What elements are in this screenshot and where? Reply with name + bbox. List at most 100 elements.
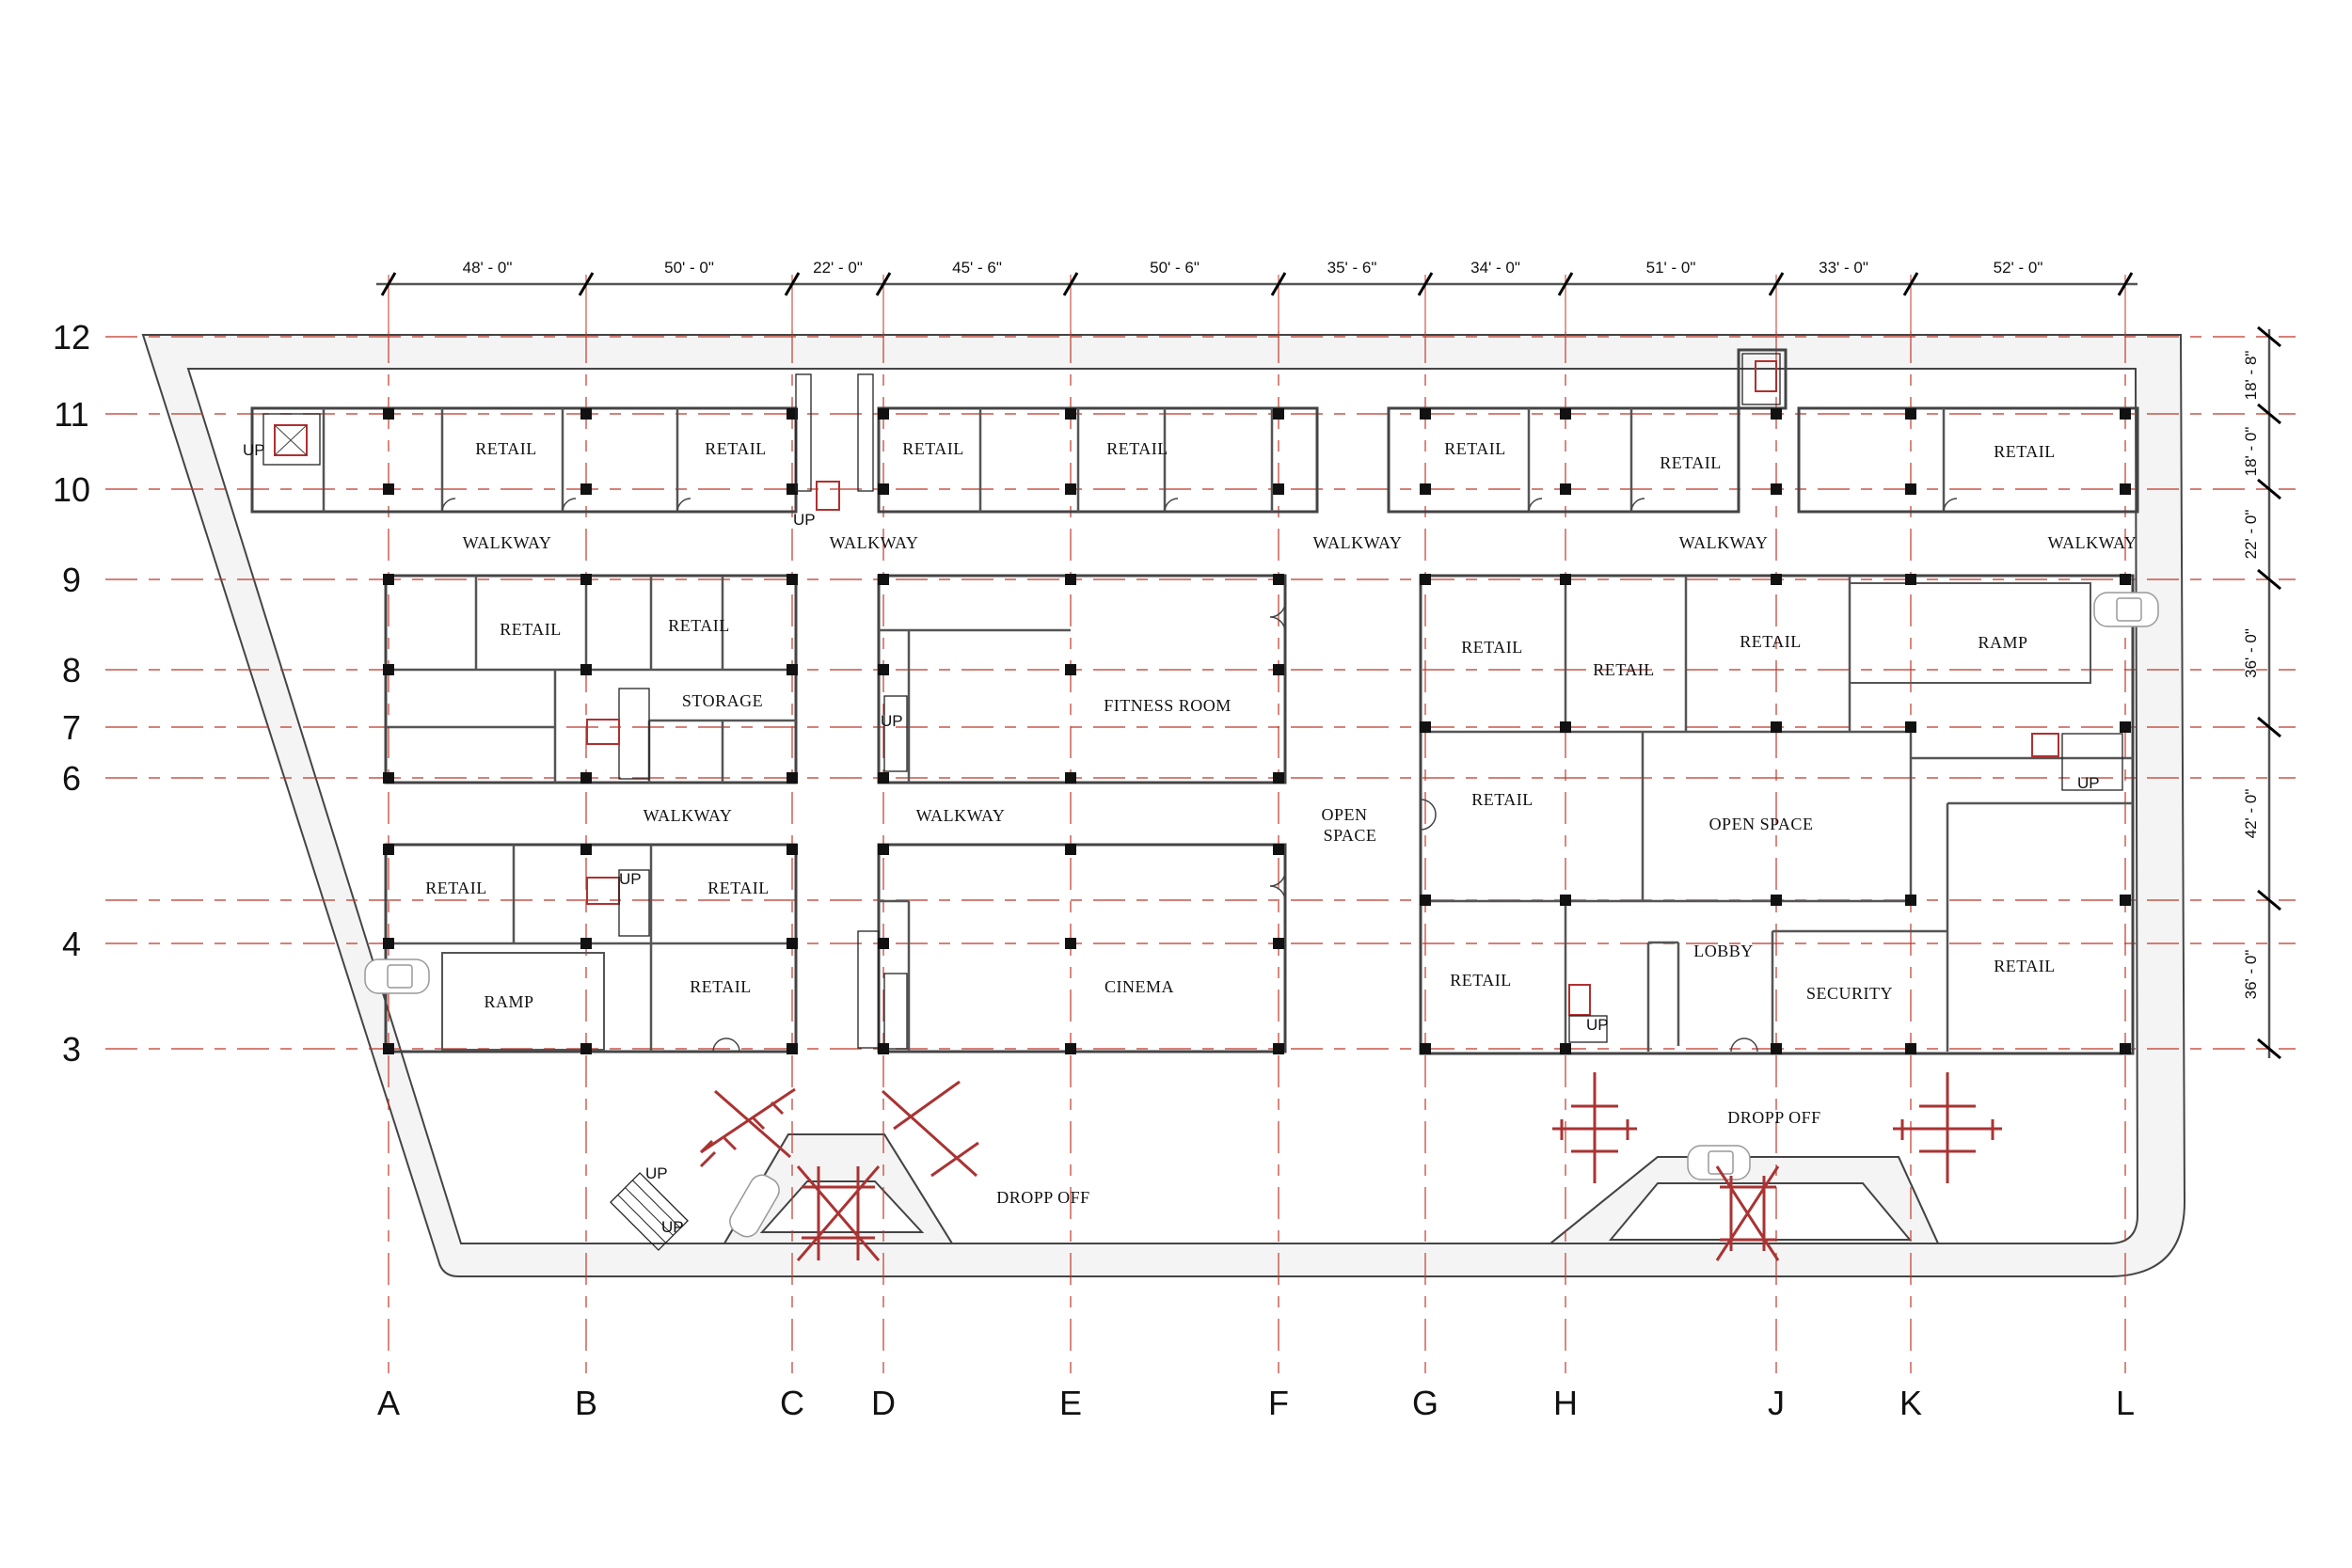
column-marker [580,574,592,585]
grid-label-col: G [1412,1384,1438,1422]
dimension-tick [784,272,801,296]
column-marker [878,938,889,949]
dropoff-island-left [723,1133,954,1244]
column-marker [1771,895,1782,906]
column-marker [1420,721,1431,733]
column-marker [1273,664,1284,675]
column-marker [878,408,889,420]
column-marker [1065,483,1076,495]
column-marker [1273,483,1284,495]
column-marker [1771,408,1782,420]
dimension-tick [2257,403,2281,425]
area-label-walkway: WALKWAY [1679,533,1769,552]
door-swings [441,498,1958,1053]
column-marker [580,408,592,420]
column-marker [2120,1043,2131,1054]
column-marker [1065,772,1076,784]
grid-label-col: L [2116,1384,2135,1422]
grid-label-col: C [780,1384,804,1422]
room-label-retail: RETAIL [668,616,730,635]
column-marker [787,772,798,784]
stair-core-top-center [795,373,874,511]
dimension-tick [1768,272,1785,296]
column-marker [1771,721,1782,733]
column-marker [1273,408,1284,420]
dropoff-island-right [1548,1156,1940,1244]
column-marker [1420,1043,1431,1054]
column-marker [878,772,889,784]
column-marker [787,408,798,420]
column-marker [2120,895,2131,906]
dimension-tick [2257,716,2281,738]
room-label-cinema: CINEMA [1104,977,1174,996]
column-marker [878,574,889,585]
dimension-tick [1270,272,1287,296]
car-icon-west [364,958,430,994]
room-label-retail: RETAIL [705,439,767,458]
grid-label-col: H [1553,1384,1578,1422]
dimension-text: 33' - 0" [1819,259,1868,277]
room-label-security: SECURITY [1806,984,1893,1003]
car-icon-dropoff-right [1687,1145,1751,1180]
column-marker [383,574,394,585]
dimension-tick [2117,272,2134,296]
area-label-walkway: WALKWAY [2048,533,2137,552]
column-marker [1273,574,1284,585]
column-marker [1560,574,1571,585]
room-label-storage: STORAGE [682,691,763,710]
column-marker [787,844,798,855]
stair-up-label: UP [645,1164,668,1182]
dimension-text: 22' - 0" [2242,510,2260,560]
column-marker [1771,483,1782,495]
column-marker [383,938,394,949]
room-label-retail: RETAIL [1461,638,1523,657]
dimension-tick [2257,325,2281,348]
column-marker [2120,574,2131,585]
column-marker [787,483,798,495]
room-label-retail: RETAIL [425,879,487,897]
grid-label-row: 9 [62,561,81,599]
column-marker [580,664,592,675]
column-marker [1560,483,1571,495]
dimension-text: 34' - 0" [1470,259,1520,277]
room-label-ramp: RAMP [1978,633,2027,652]
column-marker [1771,574,1782,585]
dimension-tick [1902,272,1919,296]
room-label-retail: RETAIL [1660,453,1722,472]
column-marker [1905,574,1916,585]
column-marker [1560,895,1571,906]
room-label-retail: RETAIL [902,439,964,458]
grid-label-col: J [1768,1384,1785,1422]
dimension-text: 45' - 6" [952,259,1002,277]
stair-core-top-left [262,413,321,466]
dimension-tick [2257,478,2281,500]
top-dimension-string: 48' - 0"50' - 0"22' - 0"45' - 6"50' - 6"… [376,259,2137,296]
area-label-walkway: WALKWAY [463,533,552,552]
column-marker [1905,895,1916,906]
dimension-text: 36' - 0" [2242,628,2260,678]
column-marker [1273,844,1284,855]
column-marker [1065,408,1076,420]
column-marker [1905,408,1916,420]
building-cinema [857,843,1287,1053]
dimension-text: 36' - 0" [2242,950,2260,1000]
tree-x-cluster-2 [881,1080,979,1178]
stair-up-label: UP [793,511,816,529]
room-label-retail: RETAIL [1994,442,2056,461]
column-marker [580,1043,592,1054]
building-top-mid [877,406,1319,514]
dimension-tick [875,272,892,296]
site-paving [141,334,2186,1277]
room-label-retail: RETAIL [1450,971,1512,990]
room-label-retail: RETAIL [1593,660,1655,679]
room-label-fitness-room: FITNESS ROOM [1104,696,1232,715]
column-marker [383,664,394,675]
column-marker [1065,664,1076,675]
column-marker [878,1043,889,1054]
column-marker [383,408,394,420]
tree-x-cluster-4 [1715,1165,1780,1261]
column-marker [1065,1043,1076,1054]
column-marker [787,664,798,675]
